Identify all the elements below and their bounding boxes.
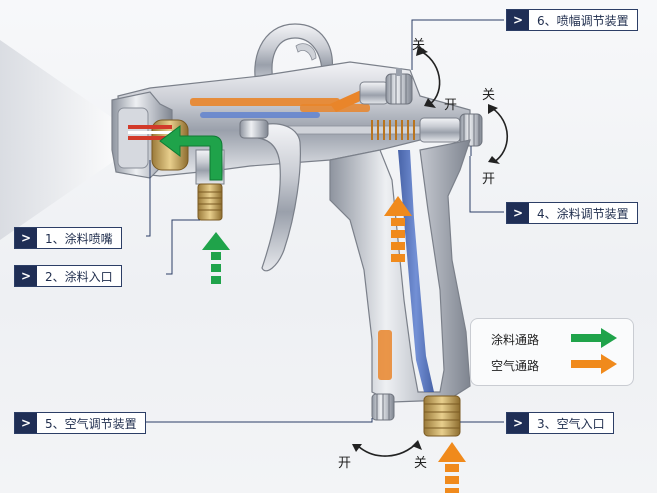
callout-nozzle-text: 1、涂料喷嘴 [45,231,113,246]
chevron-right-icon: > [507,10,529,30]
legend-paint-label: 涂料通路 [491,333,540,347]
callout-paint-adjust: > 4、涂料调节装置 [506,202,638,224]
leader-fan [411,19,504,70]
fan-open-word: 开 [444,98,458,113]
callout-nozzle: > 1、涂料喷嘴 [14,227,122,249]
callout-paint-inlet: > 2、涂料入口 [14,265,122,287]
fan-close-word: 关 [412,38,426,53]
chevron-right-icon: > [507,203,529,223]
leader-nozzle [146,160,151,237]
chevron-right-icon: > [15,413,37,433]
fan-rotate-arrow [417,49,441,105]
trigger [257,123,301,272]
fan-adjust-knob [385,73,413,105]
legend-paint-arrow [571,328,617,348]
callout-fan-adjust: > 6、喷幅调节装置 [506,9,638,31]
spray-cone [0,40,130,240]
paint-close-word: 关 [482,88,496,103]
paint-rotate-arrow [491,107,508,163]
callout-fan-adjust-text: 6、喷幅调节装置 [537,13,629,28]
air-rotate-arrow [357,441,419,457]
callout-paint-adjust-text: 4、涂料调节装置 [537,206,629,221]
callout-air-inlet-text: 3、空气入口 [537,416,605,431]
air-inlet-arrow [438,442,466,493]
legend: 涂料通路 空气通路 [470,318,634,386]
leader-air-adjust [140,418,373,423]
paint-inlet-arrow [202,232,230,284]
chevron-right-icon: > [507,413,529,433]
air-open-word: 开 [338,456,352,471]
leader-paint-inlet [166,219,200,275]
air-close-word: 关 [414,456,428,471]
callout-air-adjust-text: 5、空气调节装置 [45,416,137,431]
needle-spring [371,120,415,140]
air-path-arrow [384,196,412,262]
handle [329,139,471,403]
paint-inlet-fitting [197,183,223,221]
legend-air-arrow [571,354,617,374]
legend-air-label: 空气通路 [491,359,540,373]
leader-paint-adjust [469,156,504,213]
callout-paint-inlet-text: 2、涂料入口 [45,269,113,284]
chevron-right-icon: > [15,228,37,248]
callout-air-inlet: > 3、空气入口 [506,412,614,434]
chevron-right-icon: > [15,266,37,286]
paint-open-word: 开 [482,172,496,187]
paint-path-arrow [159,125,223,181]
callout-air-adjust: > 5、空气调节装置 [14,412,146,434]
air-inlet-fitting [423,395,461,437]
